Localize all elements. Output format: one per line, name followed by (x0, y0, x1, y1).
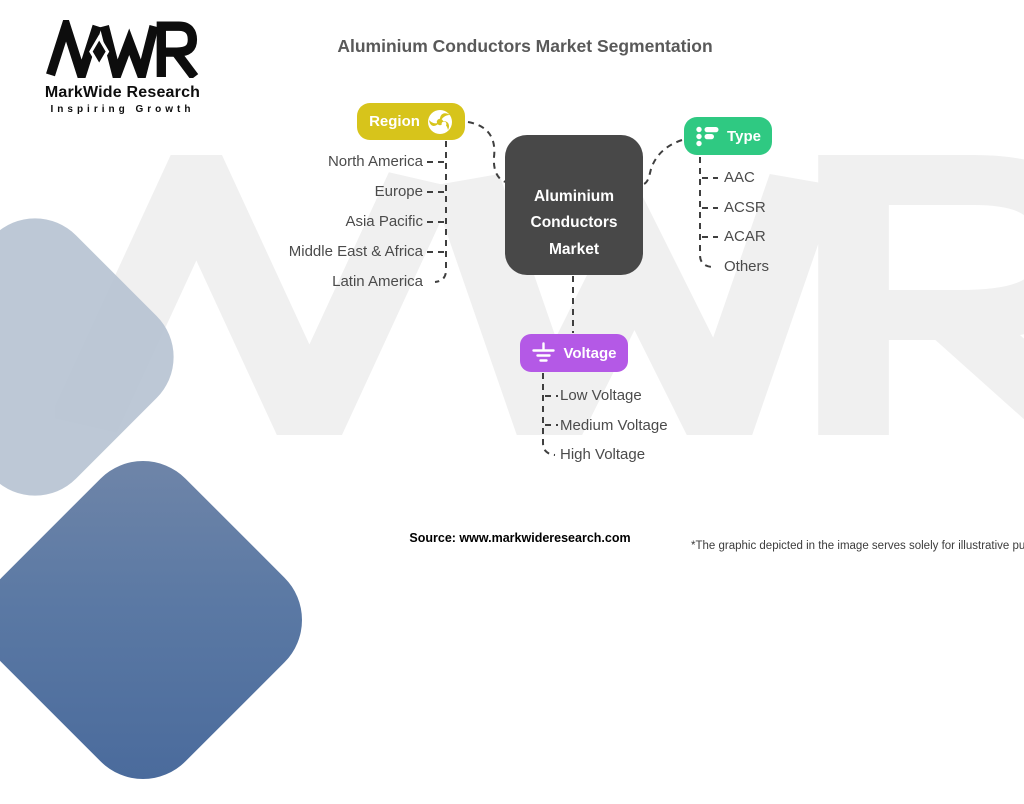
center-label-line: Market (549, 240, 599, 258)
region-item: Middle East & Africa (288, 243, 423, 260)
segment-node-type: Type (684, 117, 772, 155)
region-item: North America (327, 153, 423, 170)
voltage-item: High Voltage (560, 446, 646, 463)
list-icon (695, 125, 720, 148)
logo-name: MarkWide Research (44, 84, 201, 101)
disclaimer-text: *The graphic depicted in the image serve… (691, 540, 1024, 552)
region-item: Asia Pacific (345, 213, 423, 230)
ground-icon (531, 341, 556, 366)
region-item: Latin America (332, 273, 423, 290)
segment-node-region: Region (357, 103, 465, 140)
voltage-item: Medium Voltage (560, 416, 668, 434)
type-item: AAC (724, 169, 755, 186)
center-label-line: Aluminium (533, 187, 615, 205)
center-market-node: Aluminium Conductors Market (505, 135, 643, 275)
voltage-item: Low Voltage (560, 387, 642, 404)
type-item: ACSR (724, 198, 766, 216)
voltage-item-list: Low Voltage Medium Voltage High Voltage (560, 381, 668, 470)
mwr-logo-mark (45, 10, 198, 91)
type-item: Others (724, 258, 770, 276)
region-item: Europe (374, 183, 423, 200)
voltage-node-label: Voltage (563, 344, 617, 362)
page-title: Aluminium Conductors Market Segmentation (337, 36, 713, 56)
type-node-label: Type (727, 127, 761, 145)
globe-icon (427, 109, 453, 135)
type-item: ACAR (724, 228, 766, 246)
source-text: Source: www.markwideresearch.com (409, 531, 631, 545)
center-label-line: Conductors (530, 214, 618, 231)
region-item-list: North America Europe Asia Pacific Middle… (150, 147, 423, 297)
type-item-list: AAC ACSR ACAR Others (724, 163, 769, 282)
mwr-logo: MarkWide Research Inspiring Growth (40, 10, 205, 115)
logo-tagline: Inspiring Growth (50, 104, 195, 115)
region-node-label: Region (369, 113, 420, 130)
segment-node-voltage: Voltage (520, 334, 628, 372)
